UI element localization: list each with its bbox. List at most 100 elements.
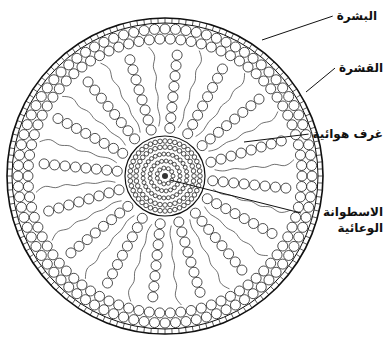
wall-line	[85, 216, 134, 279]
cell-wall	[212, 322, 214, 327]
cell	[291, 212, 301, 222]
cell	[195, 159, 200, 164]
cell-wall	[300, 249, 304, 251]
cell	[177, 206, 182, 211]
cell-wall	[306, 236, 311, 238]
cell	[293, 140, 303, 150]
cell-wall	[317, 154, 322, 156]
cell	[115, 208, 125, 218]
cell	[140, 200, 145, 205]
cell	[293, 202, 303, 212]
cell	[168, 208, 173, 213]
cell-wall	[51, 282, 55, 285]
cell	[234, 286, 244, 296]
cell	[181, 25, 191, 35]
cell-wall	[61, 57, 64, 61]
part-label: غرف هوائية	[313, 126, 383, 142]
cell	[157, 195, 161, 199]
cell	[158, 180, 162, 184]
cell	[203, 92, 213, 102]
cell	[216, 154, 226, 164]
cell	[181, 317, 191, 327]
cell	[141, 172, 145, 176]
wall-line	[129, 224, 152, 301]
cell-wall	[61, 291, 64, 295]
leader-line	[262, 16, 333, 40]
cell-wall	[130, 325, 131, 330]
cell-wall	[33, 260, 37, 263]
cell	[173, 201, 178, 206]
cell	[162, 196, 166, 200]
cell-wall	[199, 325, 200, 330]
cell	[33, 222, 43, 232]
cell	[210, 233, 220, 243]
cylinder-outline	[125, 136, 205, 216]
cell-wall	[219, 319, 221, 324]
cell	[153, 140, 158, 145]
cell	[189, 267, 199, 277]
wall-line	[196, 73, 245, 136]
cell	[169, 81, 179, 91]
cell	[213, 127, 223, 137]
cell	[237, 265, 247, 275]
cell	[171, 195, 175, 199]
cell	[128, 174, 133, 179]
cell	[86, 286, 96, 296]
cell	[26, 110, 36, 120]
cell	[119, 312, 129, 322]
cell	[74, 241, 84, 251]
cell	[129, 315, 139, 325]
cell-wall	[185, 328, 187, 333]
cell	[217, 64, 227, 74]
cell	[117, 250, 127, 260]
cell-wall	[276, 67, 280, 70]
cell	[66, 248, 76, 258]
cell	[256, 282, 266, 292]
cell	[307, 171, 317, 181]
cell-wall	[165, 18, 166, 23]
cell	[158, 145, 163, 150]
cell	[168, 202, 173, 207]
cell	[192, 193, 197, 198]
cell	[155, 219, 165, 229]
cell	[60, 161, 70, 171]
cell	[189, 151, 194, 156]
cell	[148, 206, 153, 211]
cell	[191, 27, 201, 37]
part-label: البشرة	[337, 8, 377, 24]
cell	[278, 259, 288, 269]
cell	[90, 85, 100, 95]
cell	[103, 278, 113, 288]
cell	[196, 164, 201, 169]
cell	[254, 94, 264, 104]
cell	[77, 62, 87, 72]
cell	[170, 318, 180, 328]
cell-wall	[314, 141, 319, 142]
cell-wall	[249, 44, 252, 48]
cell	[140, 192, 145, 197]
cell	[129, 164, 134, 169]
cell	[165, 308, 175, 318]
cell	[62, 118, 72, 128]
cell	[246, 145, 256, 155]
cell-wall	[13, 217, 18, 218]
cell	[193, 110, 203, 120]
cell-wall	[103, 31, 105, 36]
cell-wall	[293, 89, 297, 92]
cell	[129, 27, 139, 37]
cell	[81, 128, 91, 138]
cell	[197, 179, 202, 184]
cell	[304, 140, 314, 150]
cell	[155, 172, 159, 176]
cell-wall	[46, 72, 50, 75]
cell	[95, 291, 105, 301]
cell	[195, 287, 205, 297]
cell	[224, 249, 234, 259]
cell-wall	[178, 19, 179, 24]
cell-wall	[136, 327, 138, 332]
cell	[165, 34, 175, 44]
cell	[116, 118, 126, 128]
cell	[64, 200, 74, 210]
cell	[298, 222, 308, 232]
